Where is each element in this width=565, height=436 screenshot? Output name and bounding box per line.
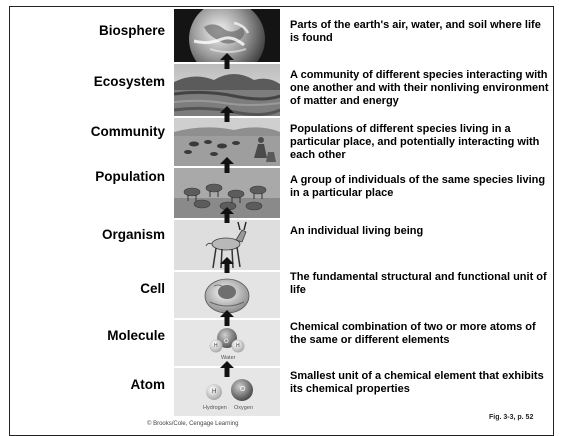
level-label-molecule: Molecule xyxy=(107,328,165,343)
level-label-population: Population xyxy=(95,169,165,184)
up-arrow-icon xyxy=(220,53,234,69)
description-atom: Smallest unit of a chemical element that… xyxy=(290,370,552,396)
level-label-cell: Cell xyxy=(140,281,165,296)
oxygen-caption: Oxygen xyxy=(234,405,253,411)
water-oxygen-symbol: O xyxy=(224,339,229,345)
description-molecule: Chemical combination of two or more atom… xyxy=(290,321,552,347)
water-hydrogen-left-symbol: H xyxy=(214,343,218,349)
atom-hydrogen-symbol: H xyxy=(212,389,216,395)
description-cell: The fundamental structural and functiona… xyxy=(290,271,552,297)
up-arrow-icon xyxy=(220,157,234,173)
water-hydrogen-right-symbol: H xyxy=(236,343,240,349)
up-arrow-icon xyxy=(220,257,234,273)
description-organism: An individual living being xyxy=(290,225,552,238)
description-population: A group of individuals of the same speci… xyxy=(290,174,552,200)
level-label-biosphere: Biosphere xyxy=(99,23,165,38)
atom-oxygen-symbol: O xyxy=(240,386,245,393)
copyright-credit: © Brooks/Cole, Cengage Learning xyxy=(147,421,238,427)
up-arrow-icon xyxy=(220,310,234,326)
up-arrow-icon xyxy=(220,207,234,223)
description-community: Populations of different species living … xyxy=(290,123,552,162)
description-ecosystem: A community of different species interac… xyxy=(290,69,552,108)
level-label-organism: Organism xyxy=(102,227,165,242)
figure-reference: Fig. 3-3, p. 52 xyxy=(489,414,533,421)
up-arrow-icon xyxy=(220,106,234,122)
level-label-community: Community xyxy=(91,124,165,139)
level-label-ecosystem: Ecosystem xyxy=(94,74,165,89)
level-label-atom: Atom xyxy=(131,377,166,392)
description-biosphere: Parts of the earth's air, water, and soi… xyxy=(290,19,552,45)
hydrogen-caption: Hydrogen xyxy=(203,405,227,411)
up-arrow-icon xyxy=(220,361,234,377)
